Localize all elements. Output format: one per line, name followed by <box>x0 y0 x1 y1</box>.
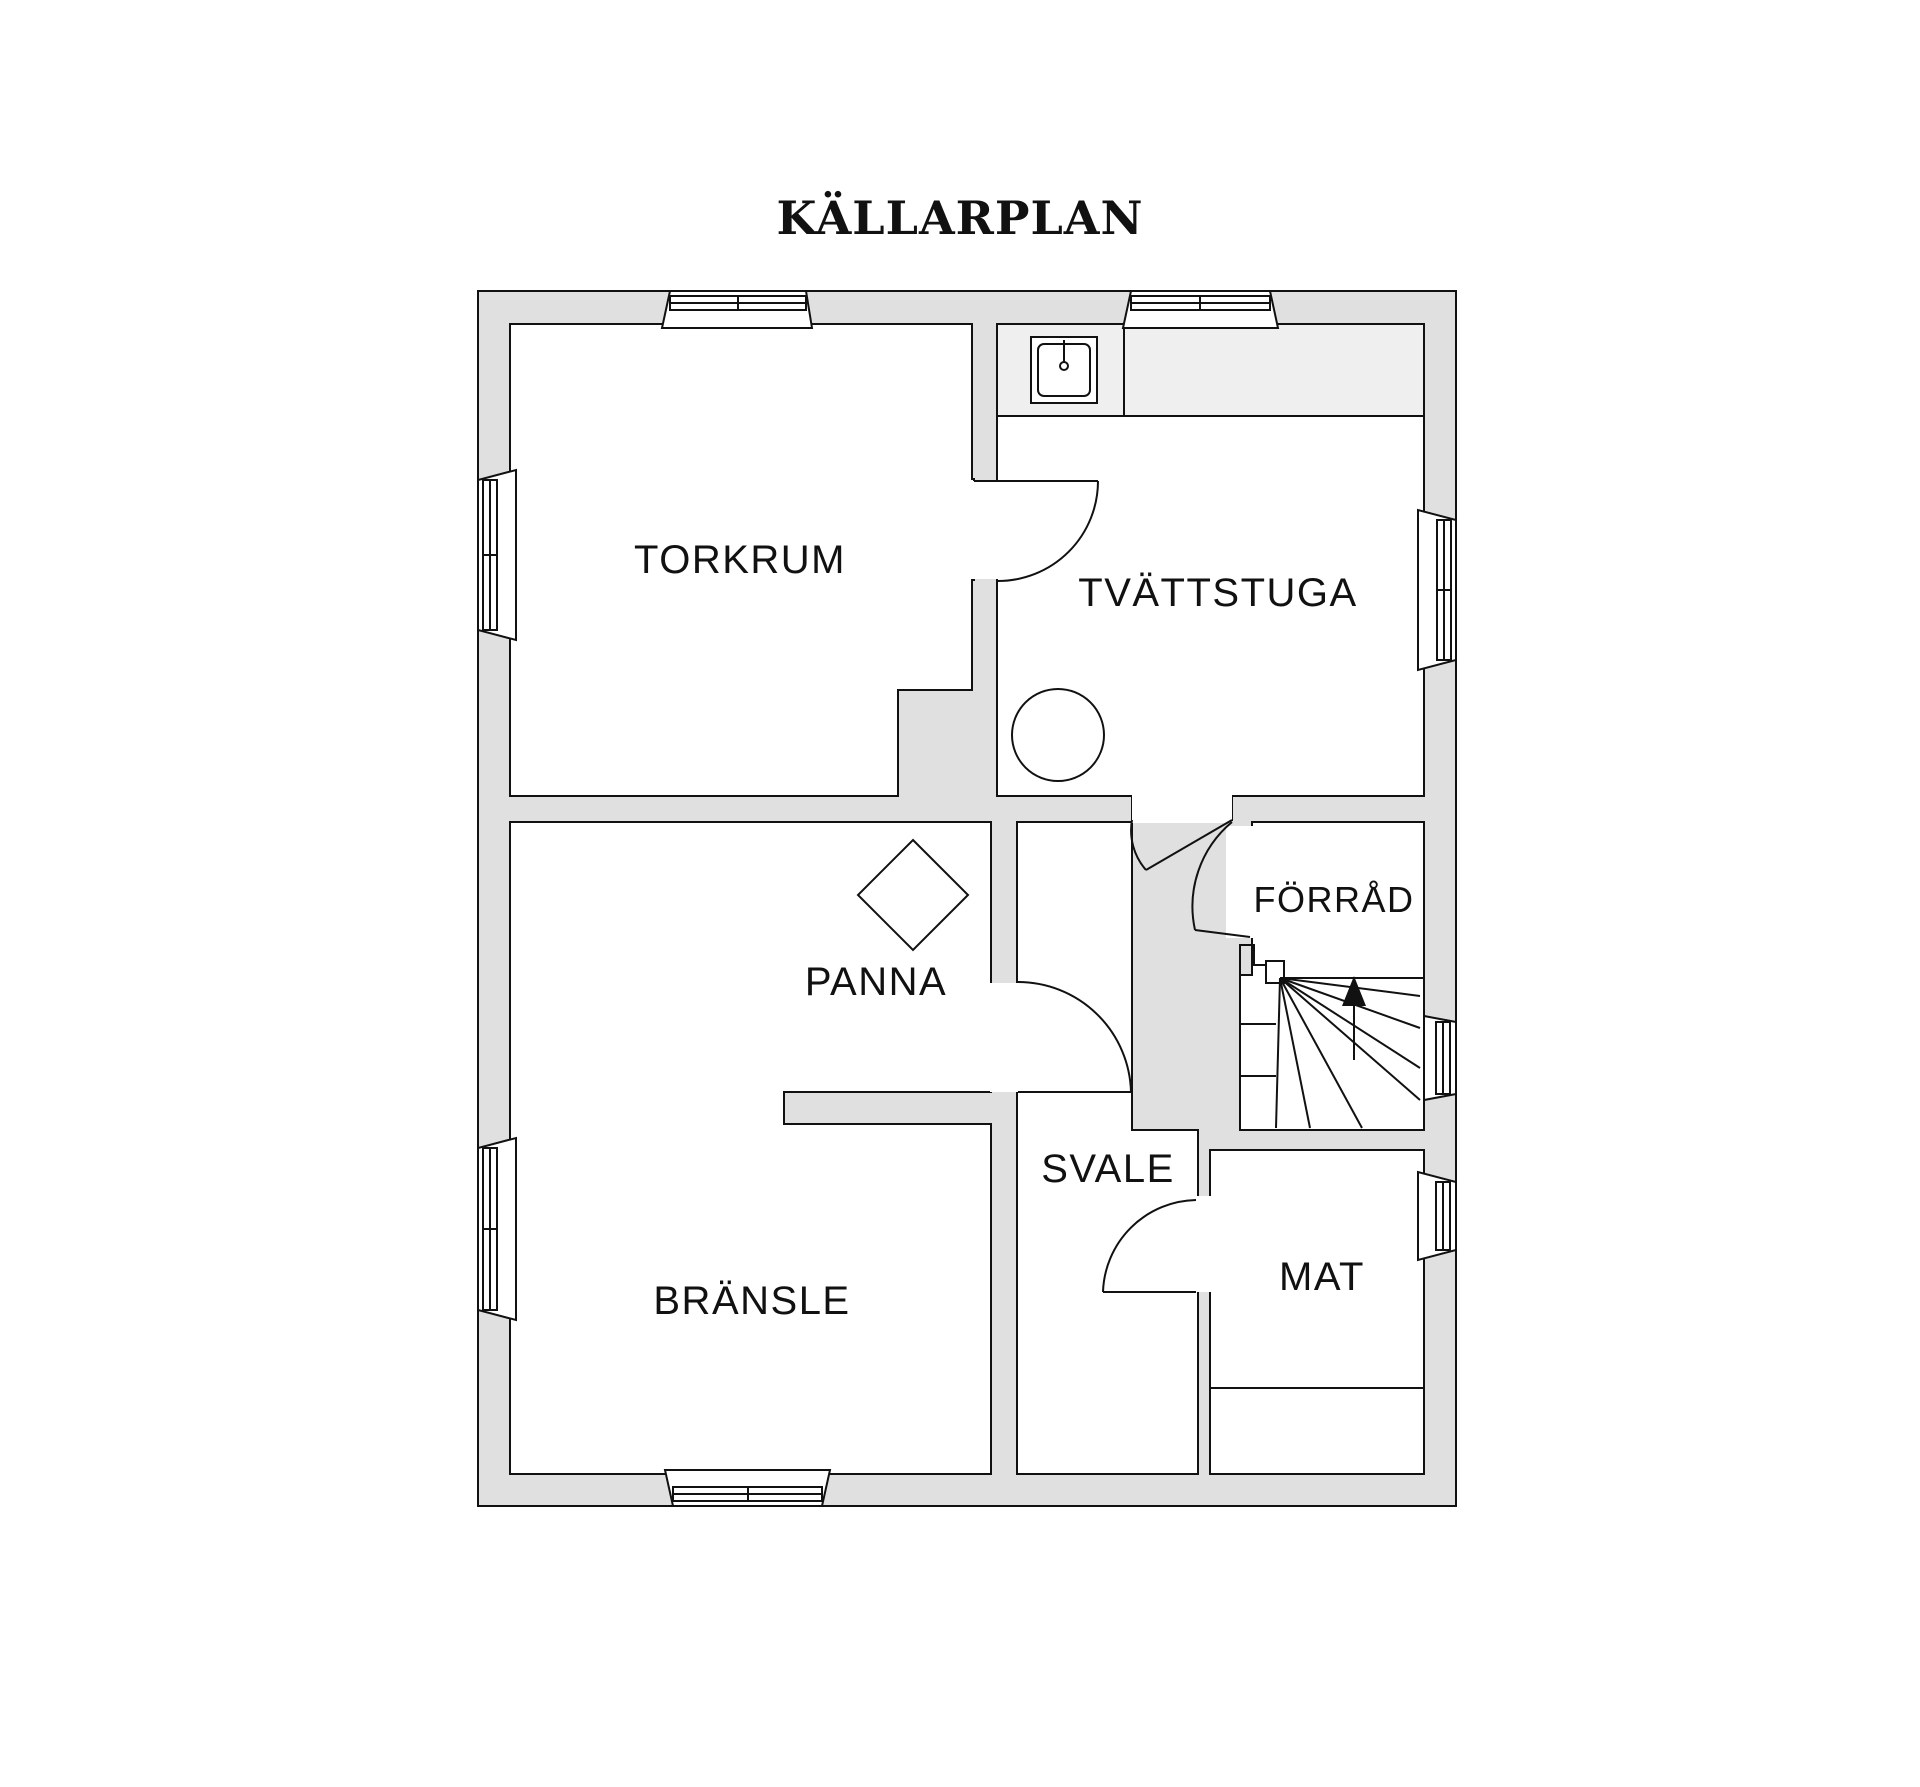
door-panna[interactable] <box>1017 981 1132 1093</box>
window-right-stair <box>1423 1014 1457 1102</box>
window-right-upper <box>1417 508 1457 672</box>
window-top-left <box>660 290 814 329</box>
window-right-mat <box>1417 1170 1457 1262</box>
door-torkrum[interactable] <box>974 480 1099 582</box>
room-label-panna: PANNA <box>805 960 947 1004</box>
room-label-mat: MAT <box>1279 1255 1365 1299</box>
door-opening-tvatt-svale <box>1132 795 1232 823</box>
door-opening-torkrum <box>971 481 999 579</box>
room-label-forrad: FÖRRÅD <box>1254 879 1415 920</box>
sink-icon <box>1030 336 1098 404</box>
stair-direction-icon <box>1342 976 1366 1006</box>
washing-machine-icon <box>1011 688 1105 782</box>
room-label-bransle: BRÄNSLE <box>653 1279 850 1323</box>
door-mat[interactable] <box>1102 1199 1197 1293</box>
plan-title: KÄLLARPLAN <box>776 191 1144 245</box>
room-label-tvattstuga: TVÄTTSTUGA <box>1078 571 1357 615</box>
room-label-svale: SVALE <box>1041 1147 1175 1191</box>
door-opening-forrad <box>1226 826 1254 938</box>
staircase <box>1239 944 1424 1129</box>
window-left-upper <box>477 468 517 642</box>
window-bottom <box>663 1469 832 1507</box>
boiler-icon <box>856 838 970 952</box>
door-opening-mat <box>1196 1196 1212 1292</box>
window-left-lower <box>477 1136 517 1322</box>
door-opening-panna <box>990 983 1018 1092</box>
window-top-right <box>1121 290 1280 329</box>
room-label-torkrum: TORKRUM <box>634 538 846 582</box>
door-forrad[interactable] <box>1191 821 1251 938</box>
door-tvatt-svale[interactable] <box>1130 819 1233 871</box>
